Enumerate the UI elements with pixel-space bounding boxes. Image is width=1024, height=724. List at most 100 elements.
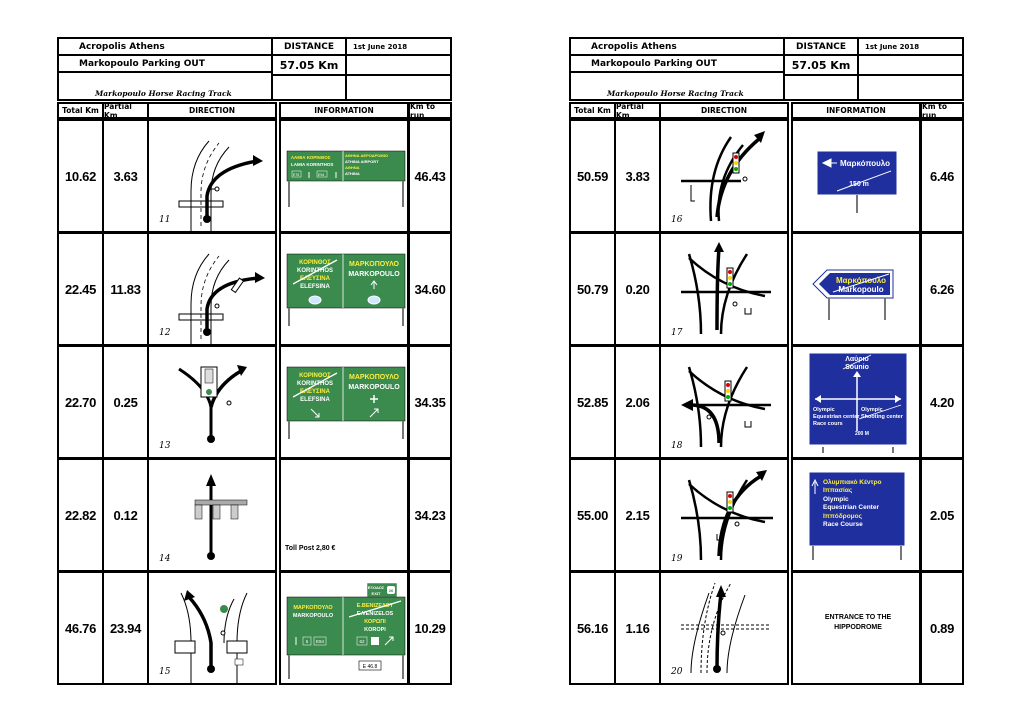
km-to-run-cell: 4.20 [920, 345, 964, 459]
sign-text: ΕΞΟΔΟΣ [368, 585, 385, 590]
direction-cell: 11 [147, 119, 277, 233]
km-to-run: 6.26 [929, 281, 955, 297]
sign-text: Olympic [861, 407, 883, 413]
information-cell: Ολυμπιακό Κέντρο Ιππασίας Olympic Equest… [791, 458, 921, 572]
col-direction-label: DIRECTION [701, 106, 747, 115]
partial-km: 0.12 [113, 507, 138, 523]
total-km: 55.00 [576, 507, 609, 523]
sign-text: MARKOPOULO [348, 384, 400, 391]
col-to-run-label: Km to run [922, 102, 947, 119]
km-to-run: 10.29 [414, 620, 446, 636]
sign-text: Ε.ΒΕΝΙΖΕΛΟΥ [357, 603, 394, 609]
km-to-run: 34.60 [414, 281, 446, 297]
entrance-line-1: ENTRANCE TO THE [824, 614, 892, 621]
road-sign: ΛΑΜΙΑ ΚΟΡΙΝΘΟΣ LAMIA KORINTHOS ΑΘΗΝΑ ΑΕΡ… [286, 150, 406, 207]
col-to-run-label: Km to run [410, 102, 435, 119]
col-information-header: INFORMATION [279, 102, 409, 119]
km-to-run-cell: 6.26 [920, 232, 964, 346]
total-km: 10.62 [64, 168, 97, 184]
blank-cell [345, 74, 452, 101]
sign-text: ΚΟΡΙΝΘΟΣ [299, 260, 331, 266]
sign-text: ATHINA [345, 171, 360, 176]
total-km: 22.45 [64, 281, 97, 297]
toll-post-label: Toll Post 2,80 € [285, 545, 336, 552]
sign-text: Race Course [823, 521, 863, 528]
blank-cell [271, 74, 347, 101]
sign-text: 150 m [849, 181, 869, 188]
total-km-cell: 10.62 [57, 119, 104, 233]
blank-cell [857, 54, 964, 76]
sign-route-number: E94 [316, 639, 325, 644]
information-cell: Toll Post 2,80 € [279, 458, 409, 572]
total-km: 22.82 [64, 507, 97, 523]
total-km: 22.70 [64, 394, 97, 410]
col-partial-label: Partial Km [616, 102, 644, 119]
partial-km-cell: 2.06 [614, 345, 661, 459]
sign-route-number: 26 [389, 588, 394, 593]
road-sign: Λαύριο Sounio Olympic Equestrian center … [808, 352, 908, 453]
junction-diagram [681, 131, 765, 222]
junction-diagram [681, 582, 771, 674]
col-information-label: INFORMATION [826, 106, 886, 115]
track-cell: Markopoulo Horse Racing Track [57, 71, 273, 101]
km-to-run-cell: 34.23 [408, 458, 452, 572]
sign-text: ΚΟΡΩΠΙ [364, 619, 386, 625]
total-km-cell: 22.82 [57, 458, 104, 572]
col-total-label: Total Km [574, 106, 611, 115]
sign-text: ATHINA AIRPORT [345, 159, 379, 164]
partial-km: 23.94 [109, 620, 142, 636]
col-total-header: Total Km [57, 102, 104, 119]
sign-text: ELEFSINA [300, 397, 330, 403]
partial-km: 0.20 [625, 281, 650, 297]
information-cell: ENTRANCE TO THE HIPPODROME [791, 571, 921, 685]
partial-km: 11.83 [110, 281, 141, 297]
col-total-label: Total Km [62, 106, 99, 115]
information-cell: Μαρκόπουλο 150 m [791, 119, 921, 233]
sign-text: KORINTHOS [297, 381, 333, 387]
junction-diagram [174, 590, 248, 683]
track-label: Markopoulo Horse Racing Track [607, 89, 744, 98]
sign-text: E 46.8 [363, 664, 378, 670]
sign-text: Olympic [813, 407, 835, 413]
blank-cell [345, 54, 452, 76]
step-number: 14 [159, 554, 171, 564]
junction-diagram [681, 366, 771, 448]
total-km-cell: 22.45 [57, 232, 104, 346]
sign-text: Olympic [823, 496, 849, 503]
junction-diagram [178, 253, 265, 344]
direction-cell: 14 [147, 458, 277, 572]
total-km-cell: 52.85 [569, 345, 616, 459]
direction-cell: 12 [147, 232, 277, 346]
sign-text: ΜΑΡΚΟΠΟΥΛΟ [349, 261, 400, 268]
sign-text: MARKOPOULO [348, 271, 400, 278]
sign-text: ΚΟΡΙΝΘΟΣ [299, 373, 331, 379]
km-to-run-cell: 10.29 [408, 571, 452, 685]
step-number: 15 [159, 667, 171, 677]
partial-km-cell: 23.94 [102, 571, 149, 685]
col-direction-label: DIRECTION [189, 106, 235, 115]
total-km-cell: 55.00 [569, 458, 616, 572]
sign-route-number: E75 [293, 173, 299, 177]
col-partial-header: Partial Km [614, 102, 661, 119]
col-partial-label: Partial Km [104, 102, 132, 119]
km-to-run: 2.05 [929, 507, 955, 523]
sign-route-number: 62 [359, 639, 365, 644]
sign-text: ΕΛΕΥΣΙΝΑ [300, 276, 331, 282]
total-km: 52.85 [576, 394, 609, 410]
road-sign: Ολυμπιακό Κέντρο Ιππασίας Olympic Equest… [808, 471, 906, 560]
sign-text: ΑΘΗΝΑ [345, 165, 360, 170]
from-label: Acropolis Athens [79, 41, 165, 52]
total-km-cell: 50.59 [569, 119, 616, 233]
road-sign: Μαρκόπουλο Markopoulo [812, 269, 894, 320]
junction-diagram [681, 470, 773, 561]
sign-text: Equestrian center [813, 414, 860, 420]
km-to-run: 6.46 [929, 168, 955, 184]
km-to-run-cell: 6.46 [920, 119, 964, 233]
total-km: 46.76 [64, 620, 97, 636]
partial-km-cell: 3.63 [102, 119, 149, 233]
partial-km-cell: 0.25 [102, 345, 149, 459]
km-to-run: 34.23 [414, 507, 446, 523]
col-to-run-header: Km to run [920, 102, 964, 119]
distance-value: 57.05 Km [279, 58, 339, 72]
to-label: Markopoulo Parking OUT [79, 58, 205, 69]
